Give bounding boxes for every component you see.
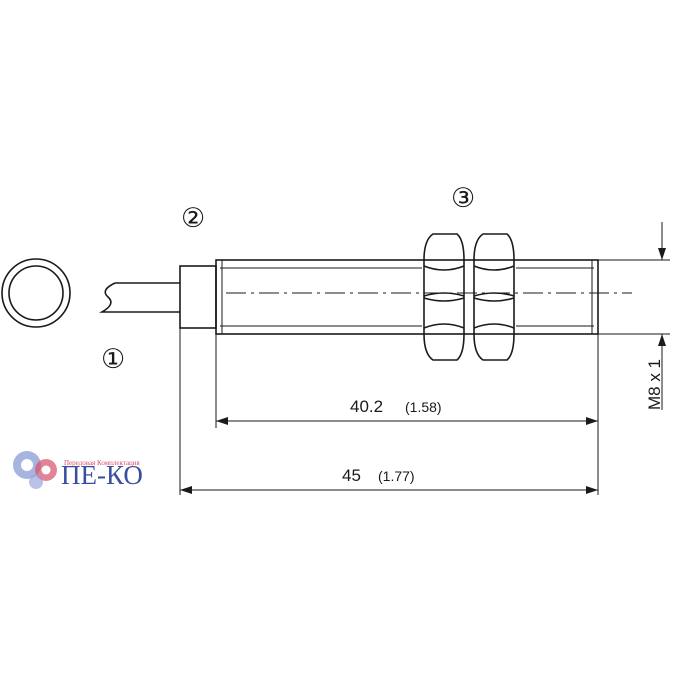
- dimension-thread-length: 40.2 (1.58): [216, 397, 598, 425]
- logo-name: ПЕ-КО: [61, 460, 143, 490]
- extension-lines: [179, 259, 670, 495]
- thread-length-value: 40.2: [350, 397, 383, 416]
- callout-2: ②: [181, 203, 205, 234]
- thread-length-inch: (1.58): [405, 399, 442, 415]
- company-logo: Передовая Комплектация ПЕ-КО: [13, 451, 143, 490]
- logo-tagline: Передовая Комплектация: [64, 459, 141, 467]
- dimension-thread: M8 x 1: [645, 222, 666, 410]
- gear-icon: [13, 451, 57, 489]
- hex-nut-1: [423, 233, 465, 361]
- total-length-value: 45: [342, 466, 361, 485]
- hex-nut-2: [473, 233, 515, 361]
- callout-1: ①: [101, 344, 125, 375]
- thread-size-label: M8 x 1: [645, 359, 664, 410]
- callout-3: ③: [451, 183, 475, 214]
- threaded-sleeve: [215, 259, 599, 335]
- cable-end-view: [1, 258, 71, 328]
- cable-stub: [98, 282, 180, 313]
- housing-collar: [179, 265, 217, 329]
- total-length-inch: (1.77): [378, 468, 415, 484]
- dimension-total-length: 45 (1.77): [180, 466, 598, 494]
